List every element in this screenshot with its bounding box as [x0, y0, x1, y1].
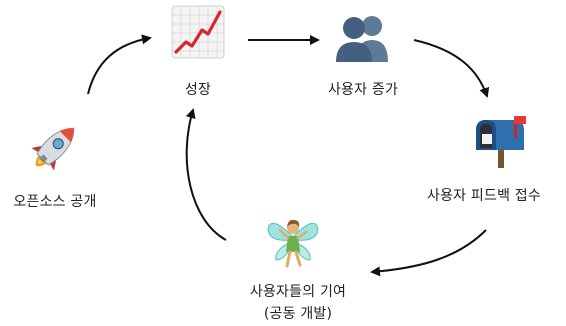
- arrow-contribution-to-growth: [185, 108, 227, 241]
- node-label-growth: 성장: [184, 82, 212, 98]
- node-label-contribution: 사용자들의 기여: [249, 284, 347, 300]
- node-label-feedback: 사용자 피드백 접수: [427, 188, 541, 204]
- node-label-open-source: 오픈소스 공개: [13, 194, 97, 210]
- mailbox-with-flag-icon: [476, 116, 526, 168]
- arrow-open-source-to-growth: [87, 34, 152, 95]
- rocket-icon: [31, 127, 75, 171]
- busts-in-silhouette-icon: [336, 16, 388, 62]
- node-label-user-increase: 사용자 증가: [327, 82, 399, 98]
- arrow-user-increase-to-feedback: [413, 39, 490, 98]
- fairy-icon: [267, 219, 319, 268]
- arrow-feedback-to-contribution: [370, 229, 487, 277]
- node-sublabel-contribution: (공동 개발): [263, 306, 333, 322]
- chart-increasing-icon: [171, 5, 225, 59]
